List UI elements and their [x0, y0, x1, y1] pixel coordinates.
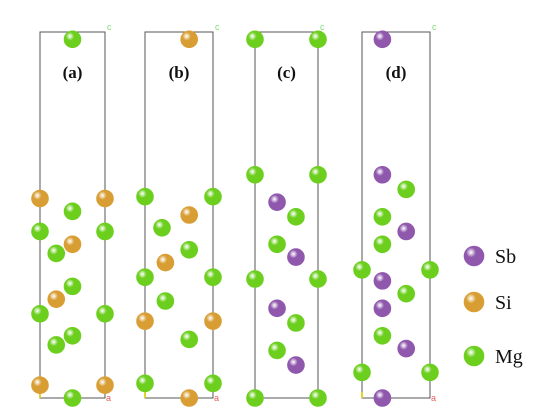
legend-label: Si — [495, 292, 512, 314]
legend-swatch — [463, 345, 485, 367]
atom-sb — [373, 272, 392, 290]
atom-sb — [287, 248, 305, 266]
atom-mg — [63, 202, 82, 221]
atom-mg — [136, 187, 154, 206]
atom-sb — [397, 222, 416, 241]
legend-item-mg: Mg — [463, 345, 523, 368]
unit-cell-outline — [361, 31, 431, 399]
axis-label-c: c — [320, 22, 325, 32]
atom-si — [63, 235, 82, 254]
atom-mg — [397, 284, 416, 303]
atom-mg — [246, 389, 264, 407]
atom-sb — [373, 165, 392, 184]
atom-si — [156, 253, 175, 272]
axis-label-c: c — [215, 22, 220, 32]
atom-mg — [204, 374, 222, 393]
legend-label: Sb — [495, 246, 516, 268]
atom-mg — [63, 326, 82, 345]
unit-cell-outline — [254, 31, 319, 399]
atom-mg — [421, 261, 439, 279]
atom-si — [180, 206, 198, 224]
atom-mg — [31, 222, 49, 241]
atom-mg — [309, 389, 327, 407]
atom-si — [136, 312, 154, 330]
atom-mg — [153, 219, 171, 237]
atom-mg — [136, 374, 154, 393]
axis-label-a: a — [431, 393, 436, 403]
atom-mg — [180, 330, 198, 349]
atom-sb — [373, 299, 392, 318]
panel-d: c a (d) — [353, 22, 439, 407]
atom-mg — [96, 222, 114, 241]
atom-sb — [397, 339, 416, 358]
atom-mg — [373, 326, 392, 345]
panel-b: c a (b) — [136, 22, 222, 407]
atom-mg — [156, 292, 175, 310]
atom-mg — [373, 208, 392, 226]
atom-mg — [63, 389, 82, 407]
atom-mg — [353, 261, 371, 279]
panel-label: (a) — [63, 63, 83, 82]
atom-mg — [204, 187, 222, 206]
atom-si — [180, 389, 198, 407]
atom-mg — [268, 341, 286, 360]
atom-mg — [63, 30, 82, 49]
atom-si — [96, 376, 114, 394]
atom-sb — [373, 389, 392, 407]
atom-sb — [287, 356, 305, 374]
atom-si — [47, 290, 66, 308]
legend-item-sb: Sb — [463, 245, 516, 268]
legend-label: Mg — [495, 346, 523, 368]
atom-mg — [268, 235, 286, 254]
legend-swatch — [463, 291, 485, 313]
atom-mg — [204, 268, 222, 287]
atom-si — [31, 376, 49, 394]
atom-mg — [246, 30, 264, 49]
atom-mg — [96, 305, 114, 323]
unit-cell-outline — [144, 31, 214, 399]
panel-label: (b) — [169, 63, 190, 82]
atom-mg — [309, 30, 327, 49]
panel-c: ca(c) — [246, 22, 327, 407]
atom-si — [180, 30, 198, 49]
atom-si — [96, 189, 114, 208]
atom-mg — [246, 165, 264, 184]
atom-si — [31, 189, 49, 208]
atom-sb — [268, 193, 286, 211]
axis-label-a: a — [106, 393, 111, 403]
axis-label-c: c — [432, 22, 437, 32]
atom-mg — [309, 165, 327, 184]
atom-sb — [268, 299, 286, 318]
atom-si — [204, 312, 222, 330]
atom-mg — [63, 277, 82, 296]
legend-item-si: Si — [463, 291, 512, 314]
panels-layer: ca(a)ca(b)ca(c)ca(d) — [31, 22, 439, 407]
atom-mg — [31, 305, 49, 323]
atom-mg — [373, 235, 392, 254]
atom-mg — [397, 180, 416, 199]
panel-a: c a (a) — [31, 22, 114, 407]
atom-mg — [136, 268, 154, 287]
legend-swatch — [463, 245, 485, 267]
atom-sb — [373, 30, 392, 49]
atom-mg — [47, 336, 66, 354]
axis-label-a: a — [214, 393, 219, 403]
panel-label: (d) — [386, 63, 407, 82]
atom-mg — [180, 240, 198, 259]
atom-mg — [287, 314, 305, 332]
atom-mg — [246, 270, 264, 288]
panel-label: (c) — [277, 63, 296, 82]
atom-mg — [353, 363, 371, 382]
atom-mg — [287, 208, 305, 226]
atom-mg — [47, 244, 66, 263]
axis-label-c: c — [107, 22, 112, 32]
atom-mg — [421, 363, 439, 382]
atom-mg — [309, 270, 327, 288]
